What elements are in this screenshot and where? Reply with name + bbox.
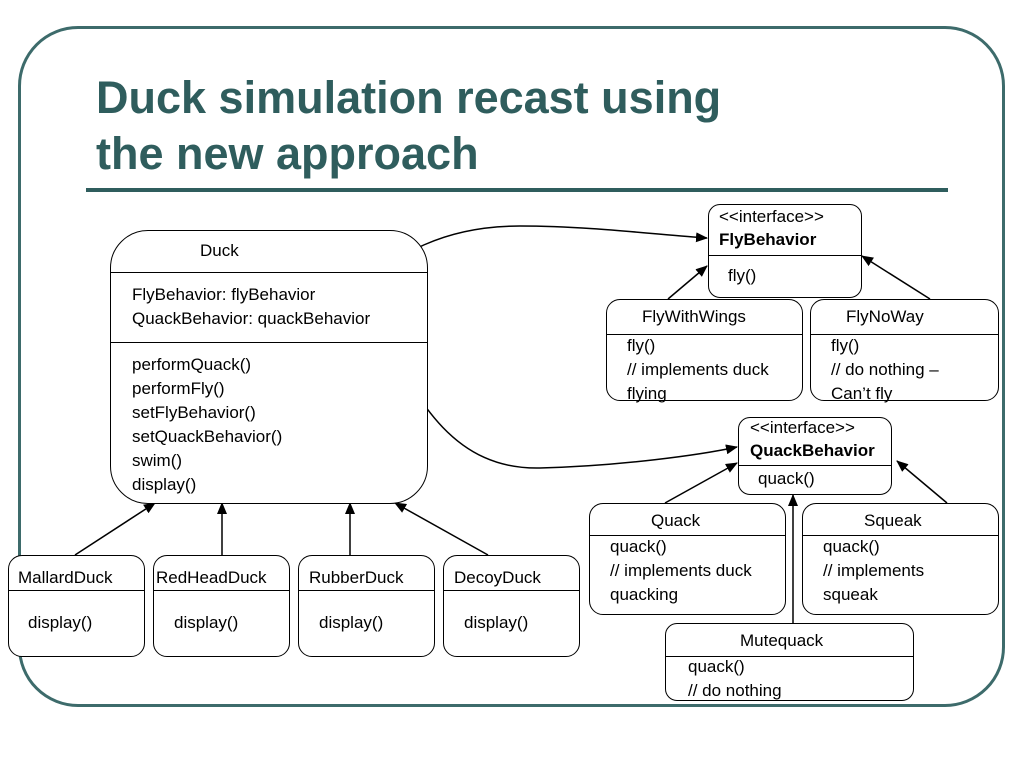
mallardduck-class-name: MallardDuck — [18, 568, 113, 587]
mutequack-line: // do nothing — [688, 681, 782, 700]
flybehavior-stereotype: <<interface>> — [719, 207, 824, 226]
squeak-line: squeak — [823, 585, 878, 604]
flynoway-line: // do nothing – — [831, 360, 939, 379]
mallardduck-class-box — [8, 555, 145, 657]
flywithwings-implements-arrow — [667, 265, 708, 300]
duck-methods: performQuack() performFly() setFlyBehavi… — [132, 353, 282, 497]
duck-method: performQuack() — [132, 355, 252, 374]
quackbehavior-stereotype: <<interface>> — [750, 418, 855, 437]
redheadduck-class-name: RedHeadDuck — [156, 568, 267, 587]
quack-body: quack() // implements duck quacking — [610, 535, 752, 607]
duck-method: performFly() — [132, 379, 225, 398]
flynoway-line: fly() — [831, 336, 860, 355]
redheadduck-method: display() — [174, 613, 239, 632]
flybehavior-method: fly() — [728, 266, 757, 285]
quackbehavior-method: quack() — [758, 469, 815, 488]
duck-attribute: FlyBehavior: flyBehavior — [132, 285, 316, 304]
quackbehavior-interface-box — [738, 417, 892, 495]
redheadduck-class-box — [153, 555, 290, 657]
decoyduck-class-box — [443, 555, 580, 657]
mutequack-class-name: Mutequack — [740, 631, 824, 650]
slide-title: Duck simulation recast using the new app… — [96, 70, 896, 182]
flybehavior-interface-name: FlyBehavior — [719, 230, 817, 249]
flynoway-body: fly() // do nothing – Can’t fly — [831, 334, 939, 406]
flynoway-implements-arrow — [861, 255, 931, 300]
quack-class-name: Quack — [651, 511, 701, 530]
squeak-body: quack() // implements squeak — [823, 535, 924, 607]
decoyduck-class-name: DecoyDuck — [454, 568, 541, 587]
duck-attribute: QuackBehavior: quackBehavior — [132, 309, 371, 328]
quack-class-box — [589, 503, 786, 615]
rubberduck-method: display() — [319, 613, 384, 632]
duck-class-box — [110, 230, 428, 504]
duck-attributes: FlyBehavior: flyBehavior QuackBehavior: … — [132, 283, 370, 331]
mutequack-line: quack() — [688, 657, 745, 676]
flywithwings-class-name: FlyWithWings — [642, 307, 746, 326]
title-line-2: the new approach — [96, 128, 479, 179]
mutequack-body: quack() // do nothing — [688, 655, 782, 703]
rubberduck-class-name: RubberDuck — [309, 568, 404, 587]
title-line-1: Duck simulation recast using — [96, 72, 722, 123]
squeak-line: // implements — [823, 561, 925, 580]
quack-implements-arrow — [664, 462, 738, 504]
flybehavior-interface-box — [708, 204, 862, 298]
quack-line: // implements duck — [610, 561, 752, 580]
flywithwings-class-box — [606, 299, 803, 401]
squeak-implements-arrow — [896, 460, 948, 504]
squeak-class-box — [802, 503, 999, 615]
rubberduck-class-box — [298, 555, 435, 657]
flynoway-class-name: FlyNoWay — [846, 307, 924, 326]
quack-line: quacking — [610, 585, 679, 604]
duck-method: setFlyBehavior() — [132, 403, 256, 422]
flynoway-class-box — [810, 299, 999, 401]
flywithwings-body: fly() // implements duck flying — [627, 334, 769, 406]
slide-frame — [18, 26, 1005, 707]
title-underline — [86, 188, 948, 192]
flynoway-line: Can’t fly — [831, 384, 893, 403]
squeak-class-name: Squeak — [864, 511, 922, 530]
duck-class-name: Duck — [200, 241, 239, 260]
mallard-inheritance-arrow — [74, 502, 156, 556]
quack-line: quack() — [610, 537, 667, 556]
duck-method: swim() — [132, 451, 183, 470]
decoy-inheritance-arrow — [394, 502, 489, 556]
decoyduck-method: display() — [464, 613, 529, 632]
squeak-line: quack() — [823, 537, 880, 556]
duck-method: setQuackBehavior() — [132, 427, 283, 446]
flywithwings-line: flying — [627, 384, 667, 403]
flywithwings-line: // implements duck — [627, 360, 769, 379]
mallardduck-method: display() — [28, 613, 93, 632]
mutequack-class-box — [665, 623, 914, 701]
flywithwings-line: fly() — [627, 336, 656, 355]
quackbehavior-interface-name: QuackBehavior — [750, 441, 875, 460]
duck-method: display() — [132, 475, 197, 494]
